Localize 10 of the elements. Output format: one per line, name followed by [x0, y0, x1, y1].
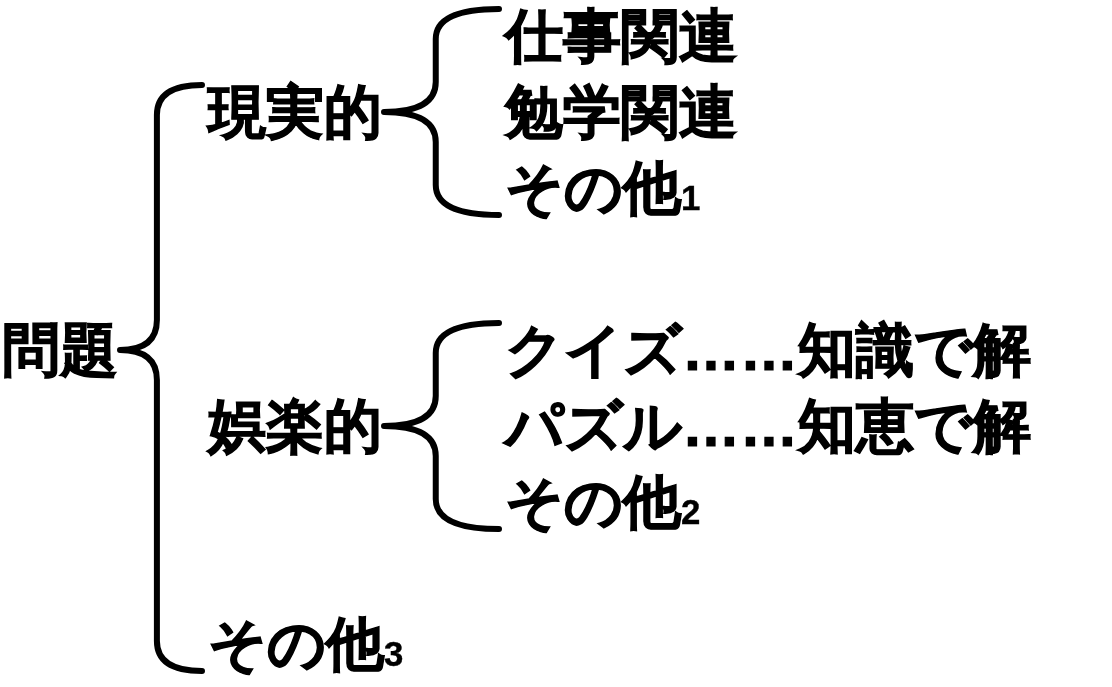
- item-label: パズル……知恵で解: [505, 393, 1031, 459]
- root-label: 問題: [2, 317, 118, 383]
- curly-brace: [381, 6, 502, 218]
- item-label: 勉学関連: [505, 79, 737, 145]
- curly-brace: [381, 320, 502, 532]
- category-label: 現実的: [208, 79, 382, 145]
- curly-brace: [117, 82, 205, 674]
- category-label: 娯楽的: [208, 393, 382, 459]
- item-label: 仕事関連: [505, 3, 737, 69]
- item-label: クイズ……知識で解: [505, 317, 1031, 383]
